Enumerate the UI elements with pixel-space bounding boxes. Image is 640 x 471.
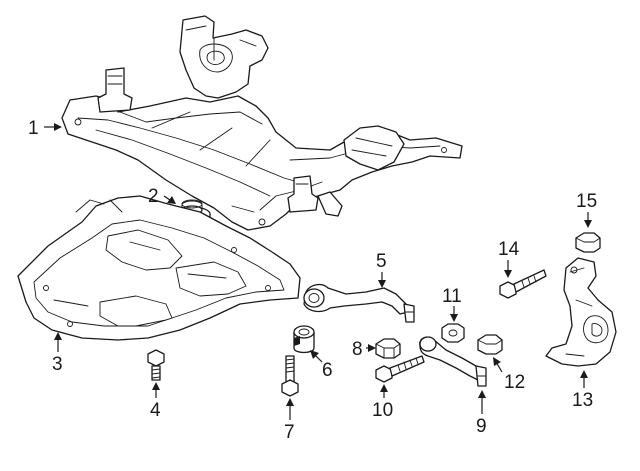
part-11-nut (441, 323, 465, 343)
callout-label-13: 13 (572, 390, 593, 411)
callout-2: 2 (148, 186, 176, 207)
callout-label-15: 15 (576, 191, 597, 212)
callout-label-10: 10 (372, 400, 393, 421)
callout-label-4: 4 (150, 400, 161, 421)
callout-label-1: 1 (28, 118, 39, 139)
callout-label-14: 14 (498, 239, 520, 260)
part-13-steering-knuckle (545, 257, 617, 367)
part-5-control-arm (303, 283, 415, 323)
part-10-bolt (375, 355, 425, 383)
callout-label-7: 7 (284, 422, 295, 443)
callout-label-2: 2 (148, 186, 159, 207)
callout-6: 6 (310, 350, 333, 381)
callout-13: 13 (572, 370, 593, 411)
callout-5: 5 (376, 251, 387, 288)
callout-9: 9 (476, 390, 487, 437)
part-6-bushing (293, 325, 315, 354)
part-3-splash-shield (17, 195, 301, 341)
part-1-subframe (61, 15, 463, 231)
callout-label-5: 5 (376, 251, 387, 272)
callout-3: 3 (52, 332, 63, 375)
callout-1: 1 (28, 118, 62, 139)
callout-15: 15 (576, 191, 597, 228)
callout-11: 11 (442, 286, 462, 322)
part-9-lower-arm (419, 336, 487, 387)
part-4-shield-bolt (147, 349, 165, 381)
part-7-long-bolt (281, 355, 299, 397)
callout-10: 10 (372, 384, 393, 421)
callout-label-6: 6 (322, 360, 333, 381)
callout-7: 7 (284, 398, 295, 443)
callout-label-3: 3 (52, 354, 63, 375)
callout-label-12: 12 (504, 372, 525, 393)
callout-12: 12 (493, 357, 525, 393)
callout-8: 8 (352, 339, 376, 360)
callout-label-8: 8 (352, 339, 363, 360)
callout-label-9: 9 (476, 416, 487, 437)
callout-14: 14 (498, 239, 520, 278)
part-12-nut (477, 334, 503, 355)
callout-4: 4 (150, 382, 161, 421)
part-8-nut (375, 338, 401, 359)
part-14-bolt (499, 269, 547, 299)
part-15-nut (575, 232, 601, 253)
callout-label-11: 11 (442, 286, 462, 307)
